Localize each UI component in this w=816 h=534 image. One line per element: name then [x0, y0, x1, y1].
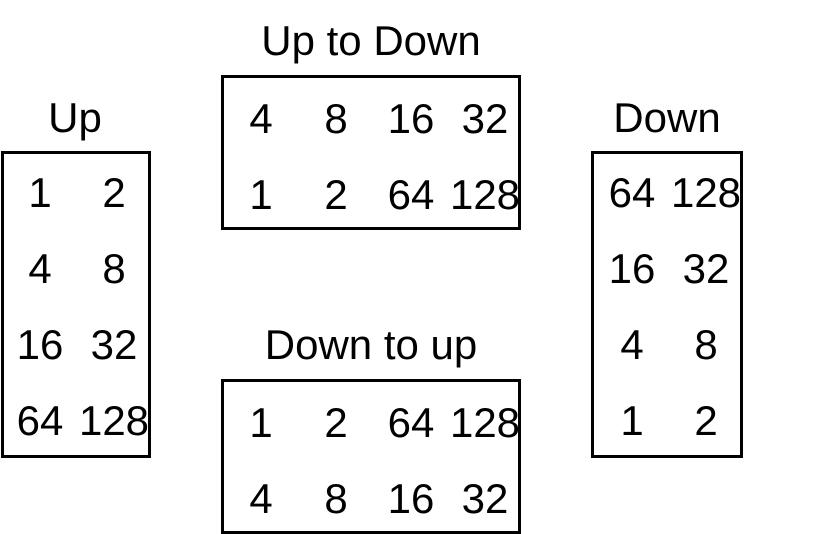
down-grid-cell: 2 — [694, 397, 718, 444]
up-to-down-grid-cell: 16 — [387, 95, 435, 142]
up-grid-cell: 4 — [28, 245, 52, 292]
up-to-down-title: Up to Down — [261, 17, 481, 64]
up-grid-cell: 64 — [16, 397, 64, 444]
up-to-down-grid-box: 4 8 16 32 1 2 64 128 — [221, 75, 521, 230]
down-grid-cell: 128 — [670, 169, 742, 216]
down-grid-box: 64 128 16 32 4 8 1 2 — [591, 151, 743, 458]
down-to-up-grid-box: 1 2 64 128 4 8 16 32 — [221, 379, 521, 534]
down-grid-cell: 8 — [694, 321, 718, 368]
up-grid-cell: 2 — [102, 169, 126, 216]
down-to-up-grid-cell: 2 — [324, 399, 348, 446]
up-to-down-grid-cell: 32 — [461, 95, 509, 142]
up-to-down-grid-cell: 4 — [249, 95, 273, 142]
up-grid-box: 1 2 4 8 16 32 64 128 — [1, 151, 151, 458]
up-grid-cell: 8 — [102, 245, 126, 292]
down-to-up-grid-cell: 32 — [461, 475, 509, 522]
up-to-down-grid-cell: 1 — [249, 171, 273, 218]
up-grid-cell: 128 — [78, 397, 150, 444]
down-to-up-grid-cell: 64 — [387, 399, 435, 446]
down-title: Down — [613, 94, 721, 141]
down-grid-cell: 4 — [620, 321, 644, 368]
up-title: Up — [48, 94, 102, 141]
up-to-down-grid-cell: 64 — [387, 171, 435, 218]
down-to-up-grid-cell: 4 — [249, 475, 273, 522]
up-to-down-grid-cell: 8 — [324, 95, 348, 142]
up-to-down-grid-cell: 2 — [324, 171, 348, 218]
up-grid-cell: 32 — [90, 321, 138, 368]
down-grid-cell: 64 — [608, 169, 656, 216]
up-grid-cell: 16 — [16, 321, 64, 368]
down-to-up-grid-cell: 1 — [249, 399, 273, 446]
down-grid-cell: 32 — [682, 245, 730, 292]
down-grid-cell: 16 — [608, 245, 656, 292]
up-grid-cell: 1 — [28, 169, 52, 216]
down-to-up-grid-cell: 128 — [449, 399, 521, 446]
down-to-up-title: Down to up — [264, 321, 478, 368]
down-to-up-grid-cell: 8 — [324, 475, 348, 522]
down-to-up-grid-cell: 16 — [387, 475, 435, 522]
up-to-down-grid-cell: 128 — [449, 171, 521, 218]
down-grid-cell: 1 — [620, 397, 644, 444]
